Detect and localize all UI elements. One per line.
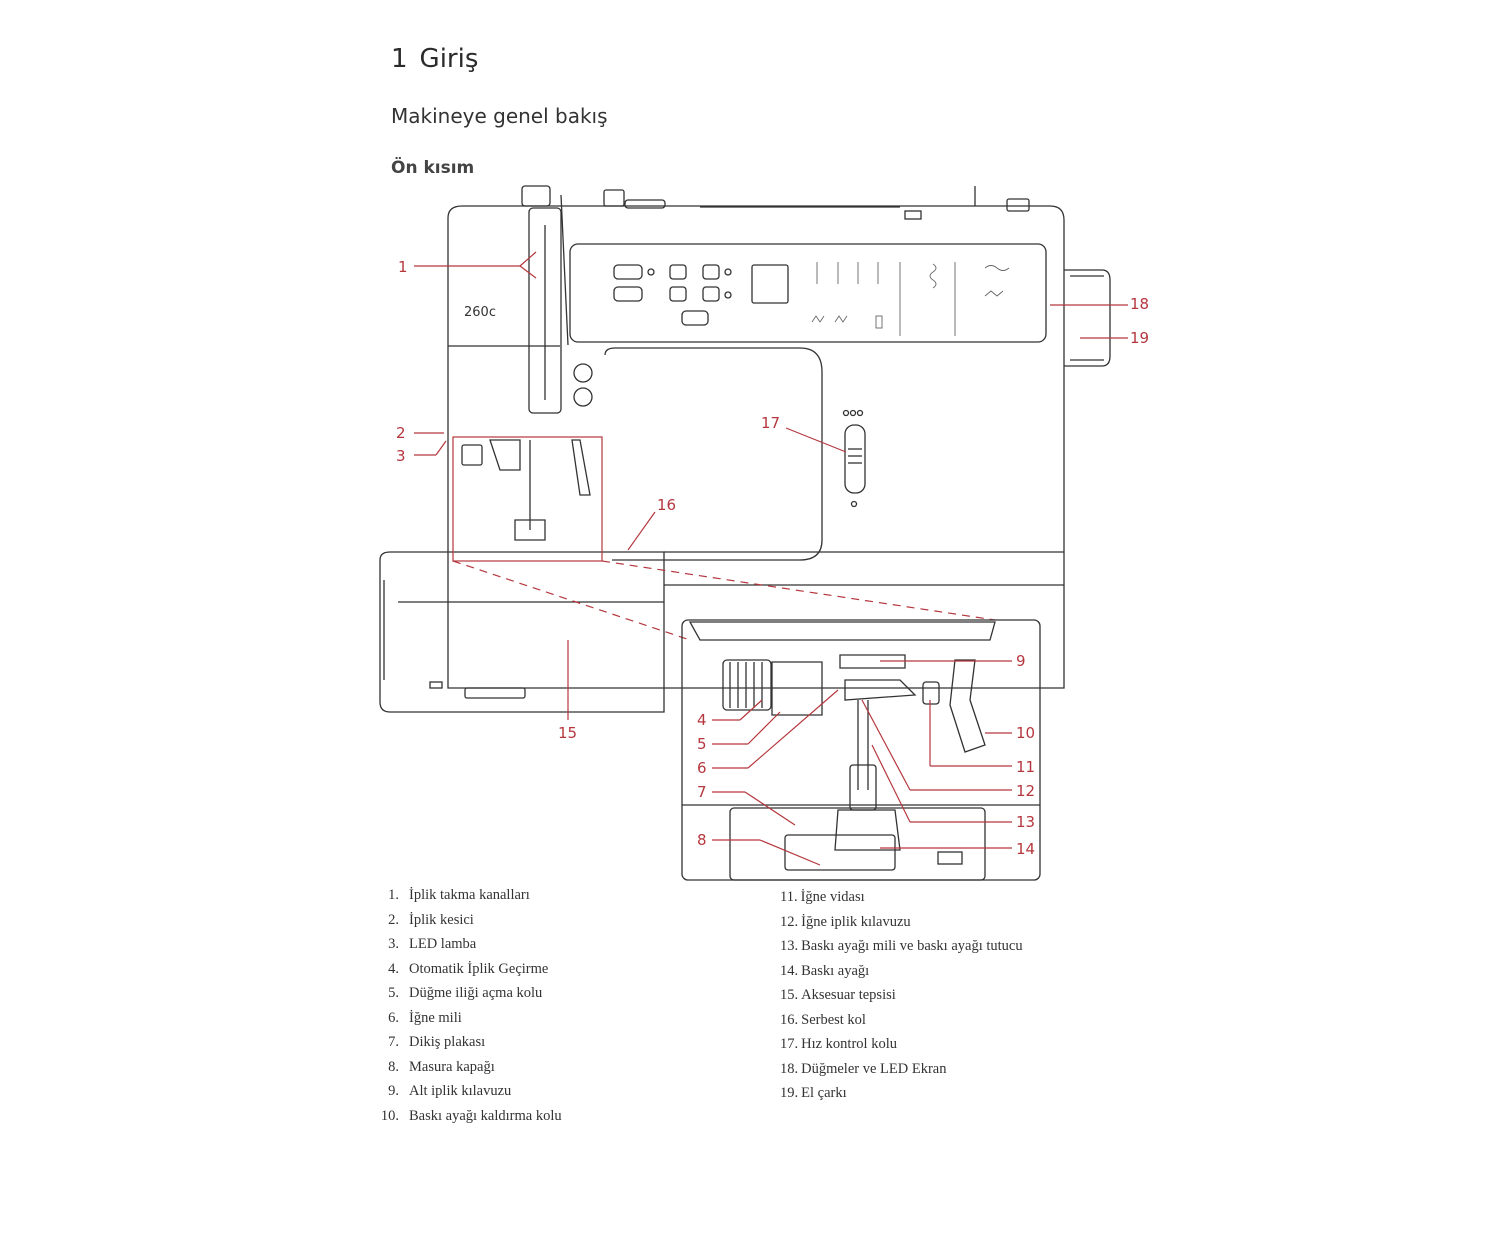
needle-detail-frame xyxy=(452,436,603,562)
lcd-screen xyxy=(751,264,789,304)
list-item: 3.LED lamba xyxy=(388,936,477,952)
callout-10: 10 xyxy=(1016,724,1035,742)
accessory-tray xyxy=(379,551,665,713)
thread-channel xyxy=(528,207,562,414)
list-item: 13.Baskı ayağı mili ve baskı ayağı tutuc… xyxy=(780,938,1023,954)
machine-body xyxy=(447,205,1065,689)
reverse-button xyxy=(573,387,593,407)
list-item: 18.Düğmeler ve LED Ekran xyxy=(780,1060,947,1077)
callout-1: 1 xyxy=(398,258,408,276)
chapter-title: Giriş xyxy=(419,44,479,74)
control-panel xyxy=(569,243,1047,343)
callout-14: 14 xyxy=(1016,840,1035,858)
callout-11: 11 xyxy=(1016,758,1035,776)
list-item: 14.Baskı ayağı xyxy=(780,962,870,979)
list-item: 11.İğne vidası xyxy=(780,889,865,905)
callout-17: 17 xyxy=(761,414,780,432)
callout-15: 15 xyxy=(558,724,577,742)
list-item: 5.Düğme iliği açma kolu xyxy=(388,985,543,1001)
chapter-number: 1 xyxy=(391,44,408,74)
callout-9: 9 xyxy=(1016,652,1026,670)
presser-foot-lever xyxy=(949,659,986,753)
free-arm-opening xyxy=(604,347,823,561)
bobbin-cover xyxy=(784,834,896,871)
list-item: 15.Aksesuar tepsisi xyxy=(780,987,896,1003)
hand-wheel xyxy=(1064,269,1111,367)
callout-19: 19 xyxy=(1130,329,1149,347)
parts-list-right: 11.İğne vidası 12.İğne iplik kılavuzu 13… xyxy=(780,885,1023,1106)
callout-5: 5 xyxy=(697,735,707,753)
list-item: 19.El çarkı xyxy=(780,1085,847,1101)
callout-2: 2 xyxy=(396,424,406,442)
list-item: 8.Masura kapağı xyxy=(388,1058,495,1075)
list-item: 16.Serbest kol xyxy=(780,1011,866,1028)
start-stop-button xyxy=(573,363,593,383)
callout-16: 16 xyxy=(657,496,676,514)
callout-7: 7 xyxy=(697,783,707,801)
callout-3: 3 xyxy=(396,447,406,465)
panel-buttons xyxy=(613,264,732,326)
callout-12: 12 xyxy=(1016,782,1035,800)
callout-13: 13 xyxy=(1016,813,1035,831)
callout-18: 18 xyxy=(1130,295,1149,313)
list-item: 7.Dikiş plakası xyxy=(388,1034,486,1050)
page-subheading: Makineye genel bakış xyxy=(391,104,608,128)
callout-6: 6 xyxy=(697,759,707,777)
needle-detail-inset xyxy=(681,619,1041,881)
list-item: 2.İplik kesici xyxy=(388,911,474,928)
presser-foot xyxy=(834,809,901,851)
section-title: Ön kısım xyxy=(391,158,475,178)
list-item: 6.İğne mili xyxy=(388,1009,462,1026)
list-item: 12.İğne iplik kılavuzu xyxy=(780,913,911,930)
list-item: 17.Hız kontrol kolu xyxy=(780,1036,897,1052)
stitch-plate xyxy=(729,807,986,881)
model-label: 260c xyxy=(464,305,496,320)
callout-8: 8 xyxy=(697,831,707,849)
threader-knob xyxy=(722,659,772,711)
list-item: 9.Alt iplik kılavuzu xyxy=(388,1083,512,1099)
page-heading: 1 Giriş xyxy=(391,44,478,74)
stitch-chart xyxy=(811,262,1010,336)
list-item: 10.Baskı ayağı kaldırma kolu xyxy=(380,1107,562,1124)
speed-slider xyxy=(844,424,866,494)
callout-4: 4 xyxy=(697,711,707,729)
list-item: 4.Otomatik İplik Geçirme xyxy=(388,960,549,977)
list-item: 1.İplik takma kanalları xyxy=(388,887,530,903)
parts-list-left: 1.İplik takma kanalları 2.İplik kesici 3… xyxy=(373,883,562,1128)
